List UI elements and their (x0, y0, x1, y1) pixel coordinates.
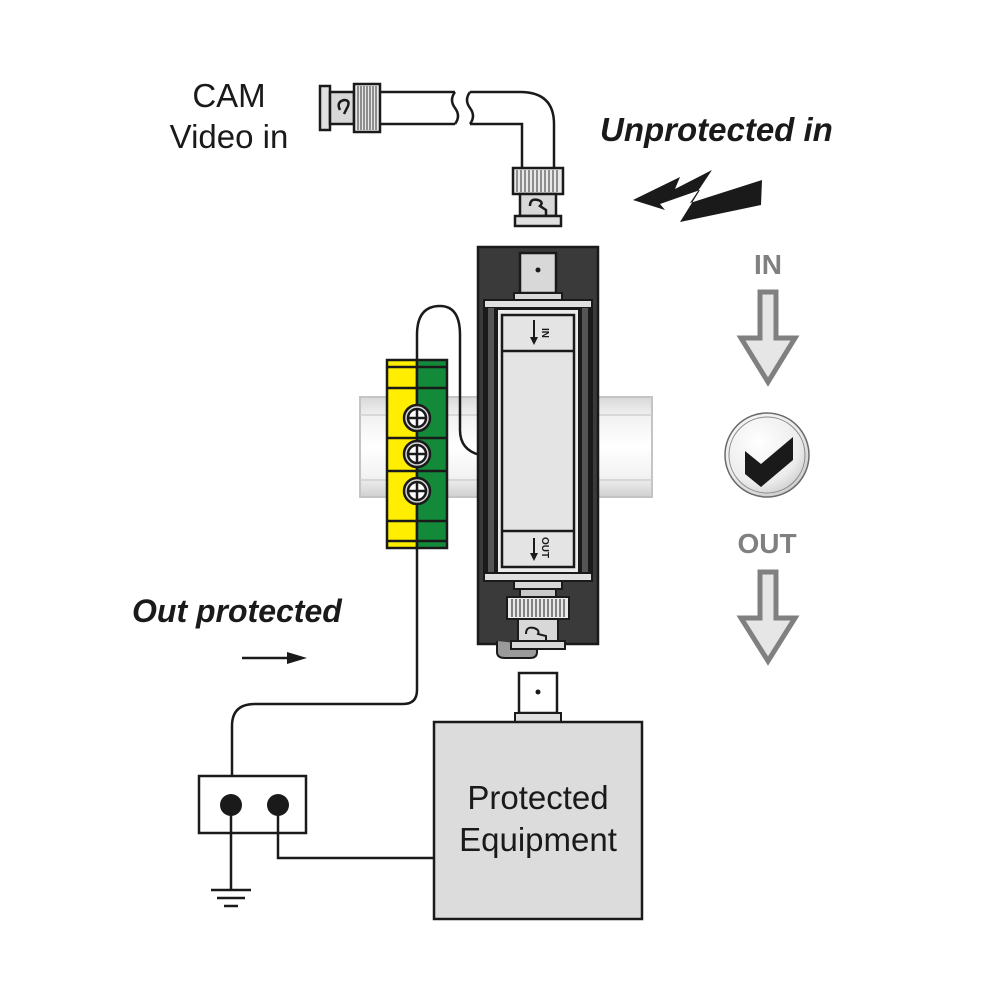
ground-terminal-block (385, 358, 449, 550)
equipment-label-line2: Equipment (459, 821, 617, 858)
protected-equipment: Protected Equipment (432, 671, 644, 921)
power-outlet (197, 774, 308, 835)
flow-out-label: OUT (737, 528, 796, 559)
terminal-screw-icon (402, 439, 432, 469)
ground-jumper-wire (415, 304, 481, 457)
earth-ground-icon (211, 888, 251, 908)
cam-label-line1: CAM (192, 77, 265, 114)
bnc-plug-top-icon (511, 166, 565, 228)
camera-cable (318, 82, 565, 228)
bnc-connector-bottom-icon (496, 580, 570, 659)
module-in-marker: IN (530, 320, 550, 345)
bnc-plug-left-icon (318, 82, 382, 134)
equipment-wire (276, 805, 434, 860)
module-out-marker: OUT (530, 537, 550, 561)
cam-label-line2: Video in (170, 118, 289, 155)
out-protected-label: Out protected (132, 593, 343, 629)
terminal-screw-icon (402, 476, 432, 506)
arrow-down-icon (736, 569, 800, 666)
terminal-screw-icon (402, 403, 432, 433)
module-in-label: IN (539, 328, 550, 338)
flow-in-label: IN (754, 249, 782, 280)
cam-label: CAM Video in (170, 77, 289, 155)
equipment-label-line1: Protected (467, 779, 608, 816)
arrow-down-icon (736, 289, 800, 387)
unprotected-in-label: Unprotected in (600, 111, 833, 148)
flow-indicators: IN OUT (724, 249, 810, 666)
ground-wire (230, 548, 419, 805)
surge-protector-module: IN OUT (476, 245, 600, 659)
arrow-right-icon (242, 652, 307, 664)
lightning-bolt-icon (633, 170, 762, 222)
module-out-label: OUT (539, 537, 550, 558)
check-mark-icon (724, 412, 810, 498)
